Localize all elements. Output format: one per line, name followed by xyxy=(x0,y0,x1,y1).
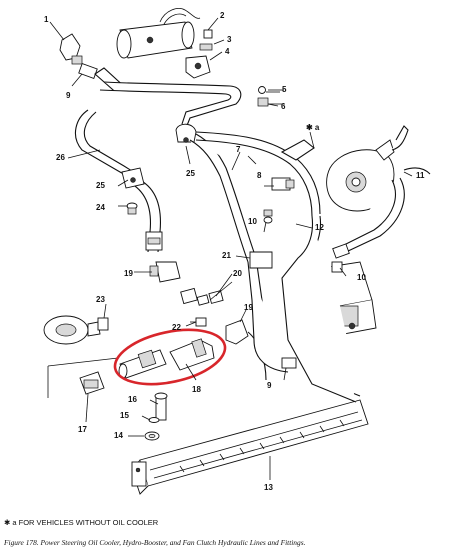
hose-assembly-18 xyxy=(118,338,215,379)
callout-25-left: 25 xyxy=(96,181,105,190)
callout-25-center: 25 xyxy=(186,169,195,178)
nut-14 xyxy=(144,431,160,441)
part-22 xyxy=(190,317,207,327)
callout-8: 8 xyxy=(257,171,262,180)
washer-15 xyxy=(148,417,160,423)
callout-18: 18 xyxy=(192,385,201,394)
hoses-lower-right xyxy=(247,215,361,403)
solenoid-assembly xyxy=(116,8,201,59)
callout-9-bottom: 9 xyxy=(267,381,272,390)
footnote: ✱ a FOR VEHICLES WITHOUT OIL COOLER xyxy=(4,518,159,527)
clamp-25-upper xyxy=(175,123,197,143)
highlight-circle xyxy=(113,328,227,386)
callout-21: 21 xyxy=(222,251,231,260)
hose-11 xyxy=(403,167,431,175)
callout-4: 4 xyxy=(225,47,230,56)
callout-labels: 1 2 3 4 5 6 7 8 9 9 10 10 11 12 13 14 15… xyxy=(44,11,425,492)
callout-12: 12 xyxy=(315,223,324,232)
bolt-16 xyxy=(154,392,168,421)
fittings-2-3-4 xyxy=(185,29,213,79)
clamp-25-lower xyxy=(121,167,145,189)
callout-5: 5 xyxy=(282,85,287,94)
callout-11: 11 xyxy=(416,171,425,180)
elbow-fitting-top xyxy=(59,33,83,65)
callout-17: 17 xyxy=(78,425,87,434)
oil-cooler-13 xyxy=(131,399,369,495)
callout-1: 1 xyxy=(44,15,49,24)
callout-10-right: 10 xyxy=(357,273,366,282)
callout-24: 24 xyxy=(96,203,105,212)
figure-caption: Figure 178. Power Steering Oil Cooler, H… xyxy=(4,538,306,547)
callout-22: 22 xyxy=(172,323,181,332)
fittings-5-6 xyxy=(257,86,284,107)
callout-19-right: 19 xyxy=(244,303,253,312)
callout-14: 14 xyxy=(114,431,123,440)
callout-26: 26 xyxy=(56,153,65,162)
callout-2: 2 xyxy=(220,11,225,20)
fitting-9-lower xyxy=(281,357,297,369)
fittings-20 xyxy=(180,287,224,306)
callout-star-a: ✱ a xyxy=(306,123,320,132)
fitting-17 xyxy=(47,357,119,398)
callout-16: 16 xyxy=(128,395,137,404)
callout-7: 7 xyxy=(236,145,241,154)
callout-20: 20 xyxy=(233,269,242,278)
callout-23: 23 xyxy=(96,295,105,304)
callout-15: 15 xyxy=(120,411,129,420)
pump-reservoir xyxy=(43,315,109,345)
callout-13: 13 xyxy=(264,483,273,492)
tee-fitting-19 xyxy=(149,261,181,283)
part-24-screw xyxy=(126,202,138,215)
leader-lines xyxy=(49,17,413,480)
fitting-10-right xyxy=(331,261,343,273)
callout-19-left: 19 xyxy=(124,269,133,278)
hose-24-section xyxy=(131,179,163,253)
fitting-8 xyxy=(271,177,295,191)
callout-6: 6 xyxy=(281,102,286,111)
hydro-booster xyxy=(326,125,409,259)
callout-10-center: 10 xyxy=(248,217,257,226)
callout-9-top: 9 xyxy=(66,91,71,100)
hose-26 xyxy=(74,81,242,183)
fitting-10-center xyxy=(263,209,273,224)
callout-3: 3 xyxy=(227,35,232,44)
